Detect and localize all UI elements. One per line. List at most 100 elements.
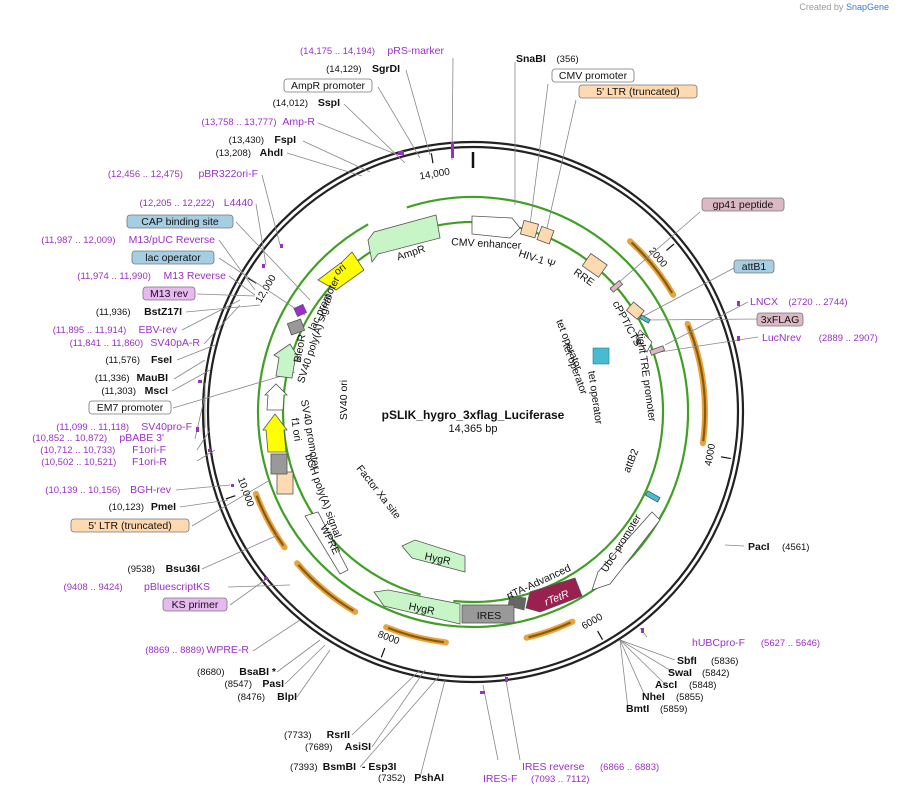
site-coordinate: (8476) <box>238 692 265 703</box>
primer-name: LNCX <box>750 296 778 308</box>
backbone-inner-ring <box>206 145 740 679</box>
primer-range: (6866 .. 6883) <box>600 762 659 773</box>
site-coordinate: (8680) <box>197 667 224 678</box>
feature-box-bg <box>701 197 785 212</box>
feature-box-label: 5' LTR (truncated) <box>596 86 680 98</box>
feature-box-label: 3xFLAG <box>761 314 800 326</box>
amp-r-arrow <box>367 214 441 263</box>
site-name: AsiSI <box>345 741 371 753</box>
site-rsrii: RsrII(7733) <box>284 729 350 741</box>
feature-box-bg <box>733 259 775 274</box>
wpre-arrow <box>304 511 349 575</box>
site-coordinate: (11,303) <box>101 386 136 397</box>
site-name: SnaBI <box>516 53 546 65</box>
feature-box-bg <box>131 250 215 265</box>
primer-f1ori-f: F1ori-F(10,712 .. 10,733) <box>40 444 166 456</box>
primer-range: (14,175 .. 14,194) <box>300 46 375 57</box>
site-name: SgrDI <box>372 63 400 75</box>
site-coordinate: (11,336) <box>95 373 130 384</box>
primer-range: (2720 .. 2744) <box>788 297 847 308</box>
site-coordinate: (13,430) <box>229 135 264 146</box>
feature-label-attb2: attB2 <box>621 447 641 474</box>
site-name: FspI <box>274 134 296 146</box>
orf-arc-green-2 <box>256 195 690 629</box>
site-coordinate: (10,123) <box>109 502 144 513</box>
feature-label-hygr-1: HygR <box>424 550 453 567</box>
site-coordinate: (13,208) <box>216 148 251 159</box>
primer-range: (11,987 .. 12,009) <box>41 235 115 246</box>
feature-box-bg <box>70 518 190 533</box>
primer-range: (12,205 .. 12,222) <box>140 198 215 209</box>
site-name: PacI <box>748 541 770 553</box>
orf-arc-wpre-core <box>297 564 355 612</box>
feature-box-label: gp41 peptide <box>713 199 774 211</box>
primer-range: (11,099 .. 11,118) <box>56 422 129 433</box>
feature-box-em7-promoter: EM7 promoter <box>88 400 172 415</box>
cmv-enhancer-arrow <box>471 215 521 239</box>
primer-range: (5627 .. 5646) <box>761 638 820 649</box>
primer-name: SV40pA-R <box>150 337 200 349</box>
primer-ebv-rev: EBV-rev(11,895 .. 11,914) <box>53 324 178 336</box>
site-bsabi: BsaBI *(8680) <box>197 666 277 678</box>
site-pasi: PasI(8547) <box>225 678 285 690</box>
primer-name: pBluescriptKS <box>144 581 210 593</box>
orf-arc-rtta-core <box>528 621 572 639</box>
feature-box-3xflag: 3xFLAG <box>756 312 804 327</box>
primer-range: (10,852 .. 10,872) <box>32 433 107 444</box>
feature-box-cmv-promoter: CMV promoter <box>551 68 635 83</box>
site-name: Bsu36I <box>166 563 201 575</box>
ruler-tick-label: 6000 <box>580 611 605 632</box>
site-name: AhdI <box>260 147 283 159</box>
primer-range: (12,456 .. 12,475) <box>108 169 183 180</box>
primer-range: (7093 .. 7112) <box>531 774 589 785</box>
feature-label-tet-operator-2: tet operator <box>585 370 604 425</box>
primer-name: F1ori-R <box>132 456 167 468</box>
site-sgrdi: SgrDI(14,129) <box>326 63 400 75</box>
site-name: PasI <box>262 678 284 690</box>
site-asci: AscI(5848) <box>655 679 716 691</box>
site-pshai: PshAI(7352) <box>378 772 444 784</box>
sv40-promoter-arrow <box>264 383 288 411</box>
feature-box-bg <box>126 214 234 229</box>
rtetr-arrow <box>525 577 583 613</box>
site-name: PmeI <box>151 501 176 513</box>
site-ahdi: AhdI (13,208) <box>216 147 283 159</box>
hygr-outer-arrow <box>373 589 461 625</box>
site-maubi: MauBI(11,336) <box>95 372 168 384</box>
site-coordinate: (5836) <box>711 656 738 667</box>
feature-label-hygr-2: HygR <box>408 600 437 617</box>
primer-lucnrev: LucNrev(2889 .. 2907) <box>762 332 878 344</box>
primer-wpre-r: WPRE-R(8869 .. 8889) <box>145 644 249 656</box>
feature-box-label: attB1 <box>742 261 767 273</box>
feature-box-ampr-promoter: AmpR promoter <box>283 78 373 93</box>
feature-box-bg <box>578 84 698 99</box>
site-bstz17i: BstZ17I(11,936) <box>96 306 182 318</box>
leader-lines <box>171 57 759 778</box>
primer-sv40pa-r: SV40pA-R(11,841 .. 11,860) <box>70 337 201 349</box>
ruler-tick <box>380 647 386 658</box>
hygr-inner-arrow <box>401 539 466 573</box>
ori-arrow <box>317 251 365 291</box>
primer-name: pBABE 3' <box>119 432 164 444</box>
site-msci: MscI(11,303) <box>101 385 168 397</box>
primer-range: (11,974 .. 11,990) <box>77 271 151 282</box>
primer-pbluescriptks: pBluescriptKS(9408 .. 9424) <box>64 581 210 593</box>
ruler-tick-label: 14,000 <box>419 167 451 183</box>
feature-label-f1-ori: f1 ori <box>288 417 303 442</box>
primer-name: LucNrev <box>762 332 802 344</box>
site-bsmbi: BsmBI(7393)- Esp3I <box>290 761 396 773</box>
primer-name: WPRE-R <box>206 644 249 656</box>
site-bsu36i: Bsu36I(9538) <box>128 563 201 575</box>
site-name: BsmBI <box>323 761 356 773</box>
f1-ori-arrow <box>262 413 288 453</box>
primer-name: M13 Reverse <box>164 270 227 282</box>
ruler-tick <box>597 630 604 641</box>
feature-label-ires: IRES <box>477 610 502 622</box>
site-blpi: BlpI(8476) <box>238 691 298 703</box>
plasmid-name: pSLIK_hygro_3xflag_Luciferase <box>382 408 565 422</box>
primer-ires-reverse: IRES reverse <box>522 761 585 773</box>
primer-bgh-rev: BGH-rev(10,139 .. 10,156) <box>45 484 171 496</box>
feature-label-ori: ori <box>332 261 349 278</box>
feature-label-tight-tre: tight TRE promoter <box>634 333 658 423</box>
feature-label-bleor: BleoR <box>292 333 309 364</box>
